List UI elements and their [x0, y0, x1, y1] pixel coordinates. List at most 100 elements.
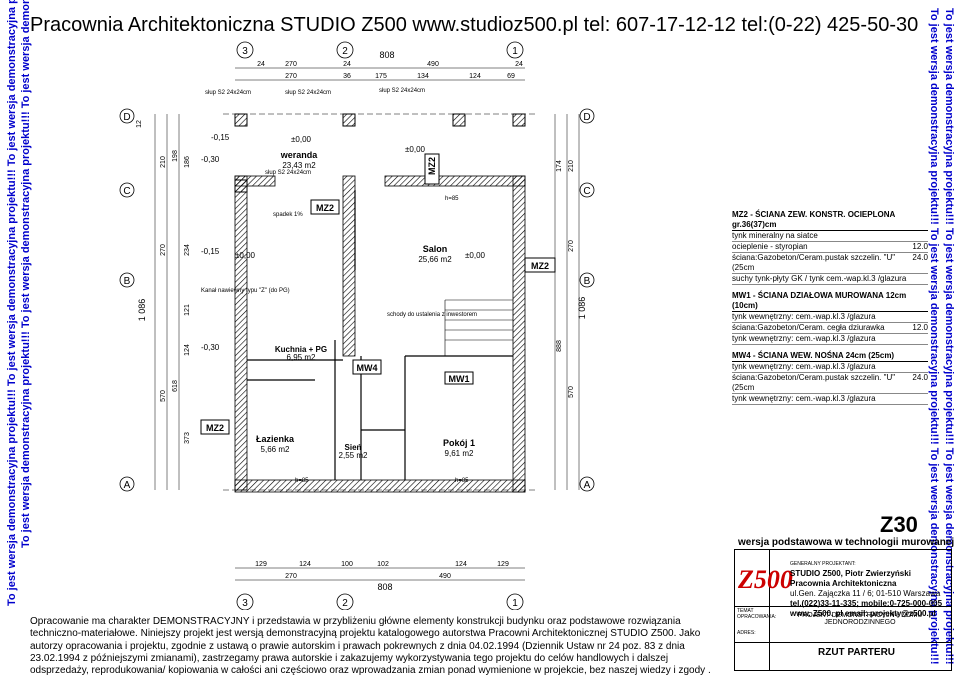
- axis-label-d-right: D: [583, 112, 590, 123]
- room-area-kuchnia: 6,95 m2: [287, 353, 316, 362]
- wall-tag-5: MW1: [449, 374, 470, 384]
- dim-top1-1: 270: [285, 61, 297, 68]
- legend-block-mz2: MZ2 - ŚCIANA ZEW. KONSTR. OCIEPLONA gr.3…: [732, 210, 928, 285]
- dim-bot2-0: 270: [285, 573, 297, 580]
- dim-right-0: 174: [556, 160, 563, 172]
- level-7: -0,30: [201, 343, 220, 352]
- room-name-weranda: weranda: [280, 150, 319, 160]
- dim-left-3: 198: [172, 150, 179, 162]
- axis-c-right: [579, 182, 595, 198]
- firm-line: www. Z500. pl email: projekty@z500.pl: [790, 609, 936, 618]
- dim-left-6: 1 086: [137, 299, 147, 322]
- dim-left-5: 270: [160, 244, 167, 256]
- wall-tag-box-2: [524, 257, 556, 273]
- axis-label-d-left: D: [123, 112, 130, 123]
- topic-label: TEMAT OPRACOWANIA:: [737, 608, 777, 620]
- dim-top2-2: 175: [375, 73, 387, 80]
- axis-c-left: [119, 182, 135, 198]
- legend-row: tynk wewnętrzny: cem.-wap.kl.3 /glazura: [732, 312, 928, 323]
- dim-top2-4: 124: [469, 73, 481, 80]
- note-stairs: schody do ustalenia z inwestorem: [387, 312, 477, 318]
- dim-left-4: 186: [184, 156, 191, 168]
- note-h85-2: h=85: [455, 478, 469, 484]
- dim-left-8: 121: [184, 304, 191, 316]
- note-column-2: słup S2 24x24cm: [379, 88, 425, 94]
- wall-left: [234, 175, 248, 491]
- legend-row: suchy tynk-płyty GK / tynk cem.-wap.kl.3…: [732, 274, 928, 285]
- axis-a-left: [119, 476, 135, 492]
- wall-tag-3: MZ2: [427, 157, 437, 175]
- dim-right-3: 1 086: [577, 297, 587, 320]
- dim-top1-0: 24: [257, 61, 265, 68]
- dim-bot1-1: 124: [299, 561, 311, 568]
- wall-legend: MZ2 - ŚCIANA ZEW. KONSTR. OCIEPLONA gr.3…: [732, 210, 928, 411]
- designer-info: GENERALNY PROJEKTANT: STUDIO Z500, Piotr…: [790, 559, 946, 619]
- room-area-sien: 2,55 m2: [339, 451, 368, 460]
- legend-row: tynk wewnętrzny: cem.-wap.kl.3 /glazura: [732, 334, 928, 345]
- wall-tag-1: MZ2: [206, 423, 224, 433]
- wall-tag-box-4: [352, 359, 382, 375]
- dim-right-5: 570: [568, 386, 575, 398]
- copyright-notice: Opracowanie ma charakter DEMONSTRACYJNY …: [30, 616, 711, 677]
- legend-row: ściana:Gazobeton/Ceram.pustak szczelin. …: [732, 253, 928, 274]
- note-column-1: słup S2 24x24cm: [285, 90, 331, 96]
- title-divider: [735, 642, 951, 643]
- legend-row: tynk wewnętrzny: cem.-wap.kl.3 /glazura: [732, 362, 928, 373]
- inner-walls: [247, 190, 513, 480]
- wall-tag-4: MW4: [357, 363, 378, 373]
- dim-right-1: 210: [568, 160, 575, 172]
- firm-line: STUDIO Z500, Piotr Zwierzyński: [790, 569, 911, 578]
- room-area-lazienka: 5,66 m2: [261, 445, 290, 454]
- wall-tag-box-1: [200, 419, 230, 435]
- wall-right: [512, 175, 526, 493]
- dim-top1-2: 24: [343, 61, 351, 68]
- dim-right-2: 270: [568, 240, 575, 252]
- axis-a-right: [579, 476, 595, 492]
- dim-bot1-5: 129: [497, 561, 509, 568]
- designer-label: GENERALNY PROJEKTANT:: [790, 561, 856, 567]
- legend-row: tynk wewnętrzny: cem.-wap.kl.3 /glazura: [732, 394, 928, 405]
- address-label: ADRES:: [737, 630, 756, 636]
- axis-1-top: [506, 41, 524, 59]
- title-divider: [769, 550, 770, 670]
- note-slope: spadek 1%: [273, 212, 303, 218]
- dim-bot2-1: 808: [377, 582, 392, 592]
- dim-bot2-2: 490: [439, 573, 451, 580]
- project-variant: wersja podstawowa w technologii murowane…: [738, 537, 955, 548]
- legend-title-mw4: MW4 - ŚCIANA WEW. NOŚNA 24cm (25cm): [732, 351, 928, 362]
- dim-left-7: 234: [184, 244, 191, 256]
- wall-tag-box-0: [310, 199, 340, 215]
- dim-right-4: 888: [556, 340, 563, 352]
- dim-top1-3: 490: [427, 61, 439, 68]
- dim-top1-4: 24: [515, 61, 523, 68]
- legend-block-mw4: MW4 - ŚCIANA WEW. NOŚNA 24cm (25cm) tynk…: [732, 351, 928, 405]
- axis-label-3-top: 3: [242, 46, 248, 57]
- level-6: ±0,00: [465, 251, 486, 260]
- room-name-pokoj1: Pokój 1: [443, 438, 475, 448]
- dim-left-11: 124: [184, 344, 191, 356]
- dim-left-10: 618: [172, 380, 179, 392]
- level-2: -0,30: [201, 155, 220, 164]
- axis-d-right: [579, 108, 595, 124]
- legend-title-mw1: MW1 - ŚCIANA DZIAŁOWA MUROWANA 12cm (10c…: [732, 291, 928, 312]
- note-duct: Kanał nawiewny typu "Z" (do PG): [201, 288, 290, 294]
- axis-b-left: [119, 272, 135, 288]
- wall-tag-0: MZ2: [316, 203, 334, 213]
- legend-row: tynk mineralny na siatce: [732, 231, 928, 242]
- dim-left-2: 210: [160, 156, 167, 168]
- stairs: [444, 299, 513, 356]
- axis-3-top: [236, 41, 254, 59]
- note-h85-0: h=85: [445, 196, 459, 202]
- dim-bot1-2: 100: [341, 561, 353, 568]
- dim-left-9: 570: [160, 390, 167, 402]
- room-name-salon: Salon: [423, 244, 448, 254]
- dimension-lines: [154, 67, 580, 581]
- room-name-sien: Sień: [345, 443, 362, 452]
- page-header: Pracownia Architektoniczna STUDIO Z500 w…: [30, 14, 919, 36]
- dim-bot1-3: 102: [377, 561, 389, 568]
- wall-tag-box-3: [424, 153, 440, 185]
- level-0: ±0,00: [291, 135, 312, 144]
- axis-label-a-right: A: [584, 480, 591, 491]
- axis-label-b-right: B: [584, 276, 591, 287]
